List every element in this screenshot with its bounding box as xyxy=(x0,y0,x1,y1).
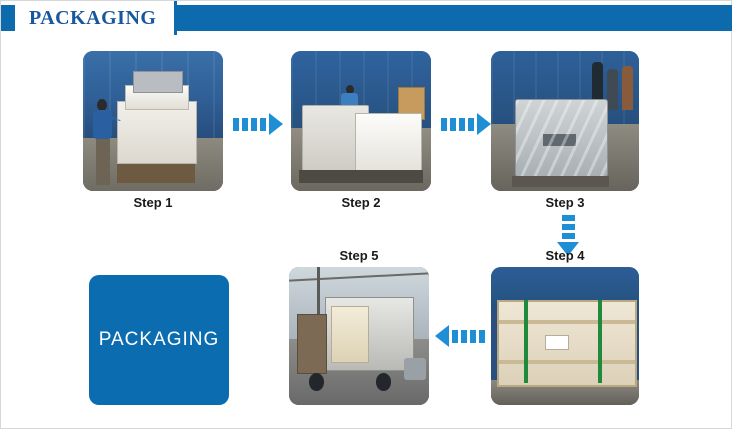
arrow-step1-step2 xyxy=(233,113,283,135)
arrow-dash xyxy=(468,117,474,131)
arrow-dash xyxy=(470,329,476,343)
step3-pallet xyxy=(511,175,610,187)
step2-white-panel xyxy=(355,113,422,172)
arrow-dash xyxy=(479,329,485,343)
arrow-step4-step5 xyxy=(435,325,485,347)
step3-worker-b xyxy=(606,68,619,110)
arrow-head-right-icon xyxy=(477,113,491,135)
arrow-head-right-icon xyxy=(269,113,283,135)
packaging-label-tile: PACKAGING xyxy=(89,275,229,405)
page-title: PACKAGING xyxy=(29,6,157,29)
step2-pallet xyxy=(299,170,423,183)
step3-worker-c xyxy=(621,66,634,110)
header-title-box: PACKAGING xyxy=(15,1,178,35)
step1-worker xyxy=(92,98,121,186)
step4-strap-left xyxy=(523,300,528,383)
arrow-dash xyxy=(461,329,467,343)
arrow-dash xyxy=(561,233,575,239)
arrow-dash xyxy=(251,117,257,131)
arrow-step3-step4 xyxy=(557,215,579,256)
step5-cargo-crate xyxy=(331,305,370,363)
arrow-dash xyxy=(233,117,239,131)
step1-worker-head xyxy=(97,98,108,111)
step1-worker-legs xyxy=(95,138,110,186)
arrow-dash xyxy=(242,117,248,131)
caption-step4: Step 4 xyxy=(545,248,585,263)
arrow-dash xyxy=(459,117,465,131)
caption-step2: Step 2 xyxy=(341,195,381,210)
step4-strap-right xyxy=(597,300,602,383)
step3-worker-a xyxy=(591,62,604,110)
arrow-dash xyxy=(260,117,266,131)
arrow-dash xyxy=(452,329,458,343)
arrow-dash xyxy=(450,117,456,131)
caption-step1: Step 1 xyxy=(133,195,173,210)
arrow-dash xyxy=(441,117,447,131)
step2-worker-head xyxy=(345,84,354,95)
arrow-head-left-icon xyxy=(435,325,449,347)
page-header: PACKAGING xyxy=(1,1,732,35)
step3-machine-shadow xyxy=(543,133,577,146)
step4-shipping-label xyxy=(545,335,569,351)
step5-pole xyxy=(317,267,320,323)
step5-wheel xyxy=(308,373,324,392)
step3-workers xyxy=(591,62,636,110)
step1-wrapped-machine xyxy=(116,100,197,165)
caption-step5: Step 5 xyxy=(339,248,379,263)
photo-step3 xyxy=(491,51,639,191)
step4-wooden-crate xyxy=(496,300,638,387)
step3-shrink-wrapped-pallet xyxy=(514,99,609,177)
packaging-label-text: PACKAGING xyxy=(98,329,220,350)
arrow-dash xyxy=(561,224,575,230)
arrow-step2-step3 xyxy=(441,113,491,135)
photo-step2 xyxy=(291,51,431,191)
step1-machine-top xyxy=(133,71,183,93)
arrow-head-down-icon xyxy=(557,242,579,256)
steps-board: Step 1 Step 2 xyxy=(1,35,731,428)
arrow-dash xyxy=(561,215,575,221)
step5-forklift xyxy=(297,313,328,374)
photo-step4 xyxy=(491,267,639,405)
photo-step1 xyxy=(83,51,223,191)
step1-worker-body xyxy=(92,109,121,140)
step1-pallet xyxy=(116,163,195,183)
photo-step5 xyxy=(289,267,429,405)
caption-step3: Step 3 xyxy=(545,195,585,210)
step5-wheel xyxy=(375,373,392,392)
step5-overhead-wire xyxy=(289,271,429,282)
step5-parked-car xyxy=(403,358,427,381)
